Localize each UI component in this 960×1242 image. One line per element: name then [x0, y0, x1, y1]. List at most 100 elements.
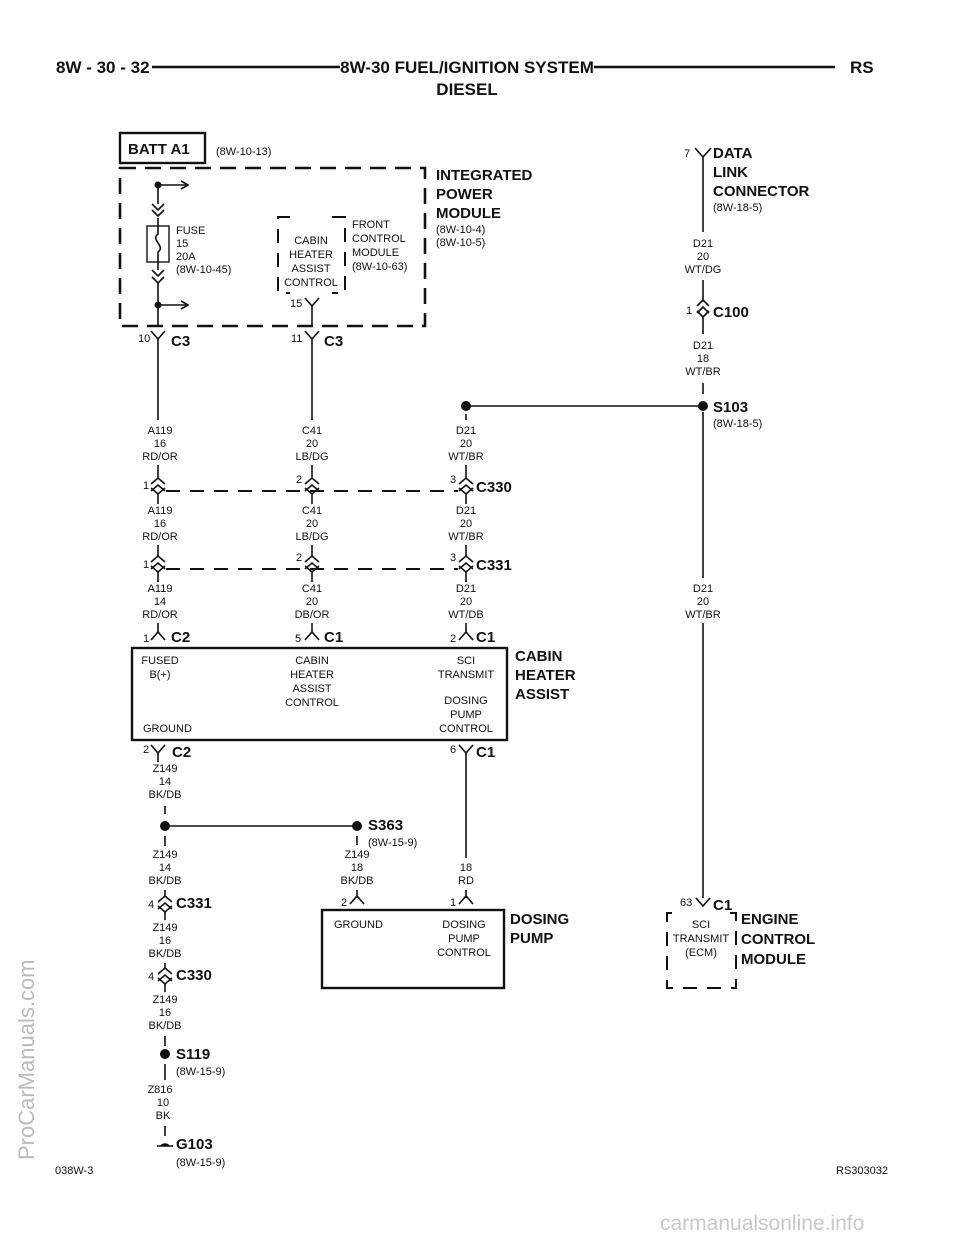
- chac-text-2: HEATER: [289, 249, 333, 261]
- ipm-title-2: POWER: [436, 186, 493, 203]
- svg-text:TRANSMIT: TRANSMIT: [673, 933, 730, 945]
- s119-splice: [160, 1049, 170, 1059]
- cha-title-2: HEATER: [515, 667, 576, 684]
- svg-text:CONTROL: CONTROL: [439, 723, 493, 735]
- svg-text:Z816: Z816: [147, 1084, 172, 1096]
- fcm-text-2: CONTROL: [352, 233, 406, 245]
- svg-text:RD/OR: RD/OR: [142, 609, 178, 621]
- cha-internal-labels: FUSED B(+) CABIN HEATER ASSIST CONTROL S…: [141, 655, 494, 735]
- svg-text:DOSING: DOSING: [442, 919, 485, 931]
- svg-text:1: 1: [143, 633, 149, 645]
- svg-text:16: 16: [154, 438, 166, 450]
- svg-text:5: 5: [295, 633, 301, 645]
- svg-text:BK/DB: BK/DB: [148, 948, 181, 960]
- cha-c1-bottom: C1: [476, 744, 495, 761]
- svg-text:ASSIST: ASSIST: [292, 683, 331, 695]
- dosing-title-2: PUMP: [510, 930, 553, 947]
- svg-text:6: 6: [450, 744, 456, 756]
- svg-text:WT/BR: WT/BR: [448, 531, 483, 543]
- svg-text:SCI: SCI: [692, 919, 710, 931]
- svg-text:D21: D21: [456, 425, 476, 437]
- svg-text:3: 3: [450, 474, 456, 486]
- wire-labels-row-3: A119 14 RD/OR C41 20 DB/OR D21 20 WT/DB …: [142, 583, 720, 621]
- lower-wire-labels: Z149 14 BK/DB Z149 14 BK/DB Z149 18 BK/D…: [148, 763, 474, 887]
- fcm-text-1: FRONT: [352, 219, 390, 231]
- chac-text-3: ASSIST: [291, 263, 330, 275]
- s363-splice: [352, 821, 362, 831]
- dosing-pump-box: [320, 908, 506, 990]
- cabin-heater-assist-box: [130, 646, 509, 742]
- dlc-ref: (8W-18-5): [713, 202, 762, 214]
- svg-text:Z149: Z149: [152, 922, 177, 934]
- dlc-pin: 7: [684, 148, 690, 160]
- side-watermark: ProCarManuals.com: [14, 959, 39, 1160]
- fuse-number: 15: [176, 238, 188, 250]
- svg-text:C41: C41: [302, 425, 322, 437]
- dlc-title-3: CONNECTOR: [713, 183, 810, 200]
- g103-label: G103: [176, 1136, 213, 1153]
- svg-text:1: 1: [450, 897, 456, 909]
- svg-text:4: 4: [148, 899, 154, 911]
- svg-text:BK/DB: BK/DB: [148, 1020, 181, 1032]
- c100-pin: 1: [686, 305, 692, 317]
- svg-text:CABIN: CABIN: [295, 655, 329, 667]
- svg-text:1: 1: [143, 480, 149, 492]
- fuse-label: FUSE: [176, 225, 205, 237]
- ipm-boundary: [118, 166, 427, 328]
- svg-text:(ECM): (ECM): [685, 947, 717, 959]
- svg-text:GROUND: GROUND: [143, 723, 192, 735]
- c100-wire-2: 18: [697, 353, 709, 365]
- dlc-title-1: DATA: [713, 145, 753, 162]
- fuse-rating: 20A: [176, 251, 196, 263]
- cha-c1-top-a: C1: [324, 629, 343, 646]
- fcm-pin-15: 15: [290, 298, 302, 310]
- connector-c331: 1 2 3 C331: [143, 552, 512, 574]
- svg-text:PUMP: PUMP: [450, 709, 482, 721]
- svg-text:LB/DG: LB/DG: [295, 451, 328, 463]
- svg-text:BK/DB: BK/DB: [148, 789, 181, 801]
- svg-text:20: 20: [306, 596, 318, 608]
- s103-ref: (8W-18-5): [713, 418, 762, 430]
- fuse-ref: (8W-10-45): [176, 264, 231, 276]
- svg-text:Z149: Z149: [344, 849, 369, 861]
- svg-text:3: 3: [450, 552, 456, 564]
- svg-text:16: 16: [154, 518, 166, 530]
- fcm-text-4: (8W-10-63): [352, 261, 407, 273]
- footer-right-code: RS303032: [836, 1165, 888, 1177]
- chac-text-1: CABIN: [294, 235, 328, 247]
- c330-label: C330: [476, 479, 512, 496]
- s119-label: S119: [176, 1046, 210, 1063]
- ipm-title-1: INTEGRATED: [436, 167, 533, 184]
- svg-text:C41: C41: [302, 583, 322, 595]
- g103-ref: (8W-15-9): [176, 1157, 225, 1169]
- svg-text:Z149: Z149: [152, 994, 177, 1006]
- dosing-title-1: DOSING: [510, 911, 569, 928]
- svg-text:D21: D21: [456, 505, 476, 517]
- batt-a1-label: BATT A1: [128, 141, 190, 158]
- s363-label: S363: [368, 817, 403, 834]
- fcm-text-3: MODULE: [352, 247, 399, 259]
- svg-text:18: 18: [460, 862, 472, 874]
- svg-text:2: 2: [296, 552, 302, 564]
- ecm-title-1: ENGINE: [741, 911, 799, 928]
- connector-c330: 1 2 3 C330: [143, 474, 512, 496]
- page-header: 8W - 30 - 32 8W-30 FUEL/IGNITION SYSTEM …: [56, 58, 874, 99]
- svg-text:1: 1: [143, 559, 149, 571]
- svg-text:WT/BR: WT/BR: [448, 451, 483, 463]
- ecm-boundary: [666, 912, 737, 989]
- svg-text:2: 2: [450, 633, 456, 645]
- lower-c330-label: C330: [176, 967, 212, 984]
- svg-text:A119: A119: [148, 583, 173, 595]
- svg-text:14: 14: [159, 862, 171, 874]
- svg-text:B(+): B(+): [149, 669, 170, 681]
- cha-title-3: ASSIST: [515, 686, 569, 703]
- svg-text:WT/DB: WT/DB: [448, 609, 483, 621]
- svg-text:BK/DB: BK/DB: [148, 875, 181, 887]
- lower-c331-label: C331: [176, 895, 212, 912]
- svg-text:RD/OR: RD/OR: [142, 451, 178, 463]
- wire-labels-row-2: A119 16 RD/OR C41 20 LB/DG D21 20 WT/BR: [142, 505, 483, 543]
- ipm-ref-1: (8W-10-4): [436, 224, 485, 236]
- svg-text:GROUND: GROUND: [334, 919, 383, 931]
- footer-left-code: 038W-3: [55, 1165, 93, 1177]
